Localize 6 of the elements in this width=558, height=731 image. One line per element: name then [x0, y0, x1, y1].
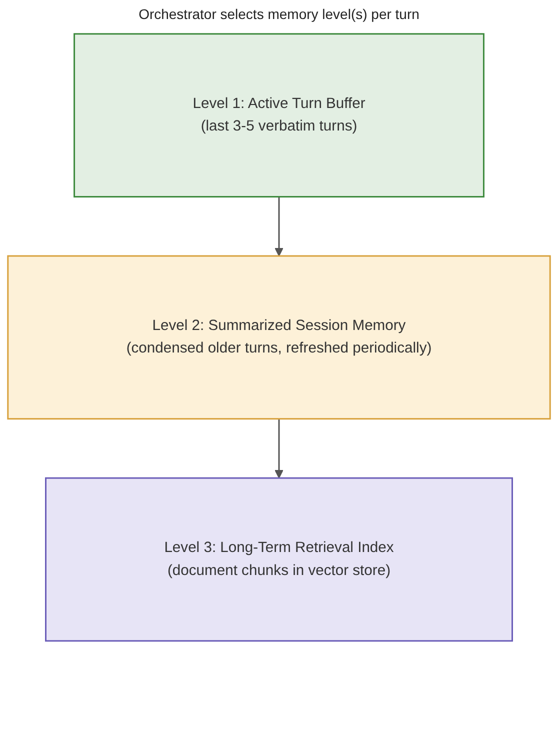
node-box: Level 3: Long-Term Retrieval Index (document chunks in vector store)	[45, 477, 513, 642]
arrow	[274, 196, 284, 256]
diagram-title: Orchestrator selects memory level(s) per turn	[138, 6, 420, 22]
node-box: Level 2: Summarized Session Memory (condensed older turns, refreshed periodically)	[7, 255, 551, 420]
node-box: Level 1: Active Turn Buffer (last 3-5 verbatim turns)	[74, 33, 484, 198]
arrow	[274, 418, 284, 478]
